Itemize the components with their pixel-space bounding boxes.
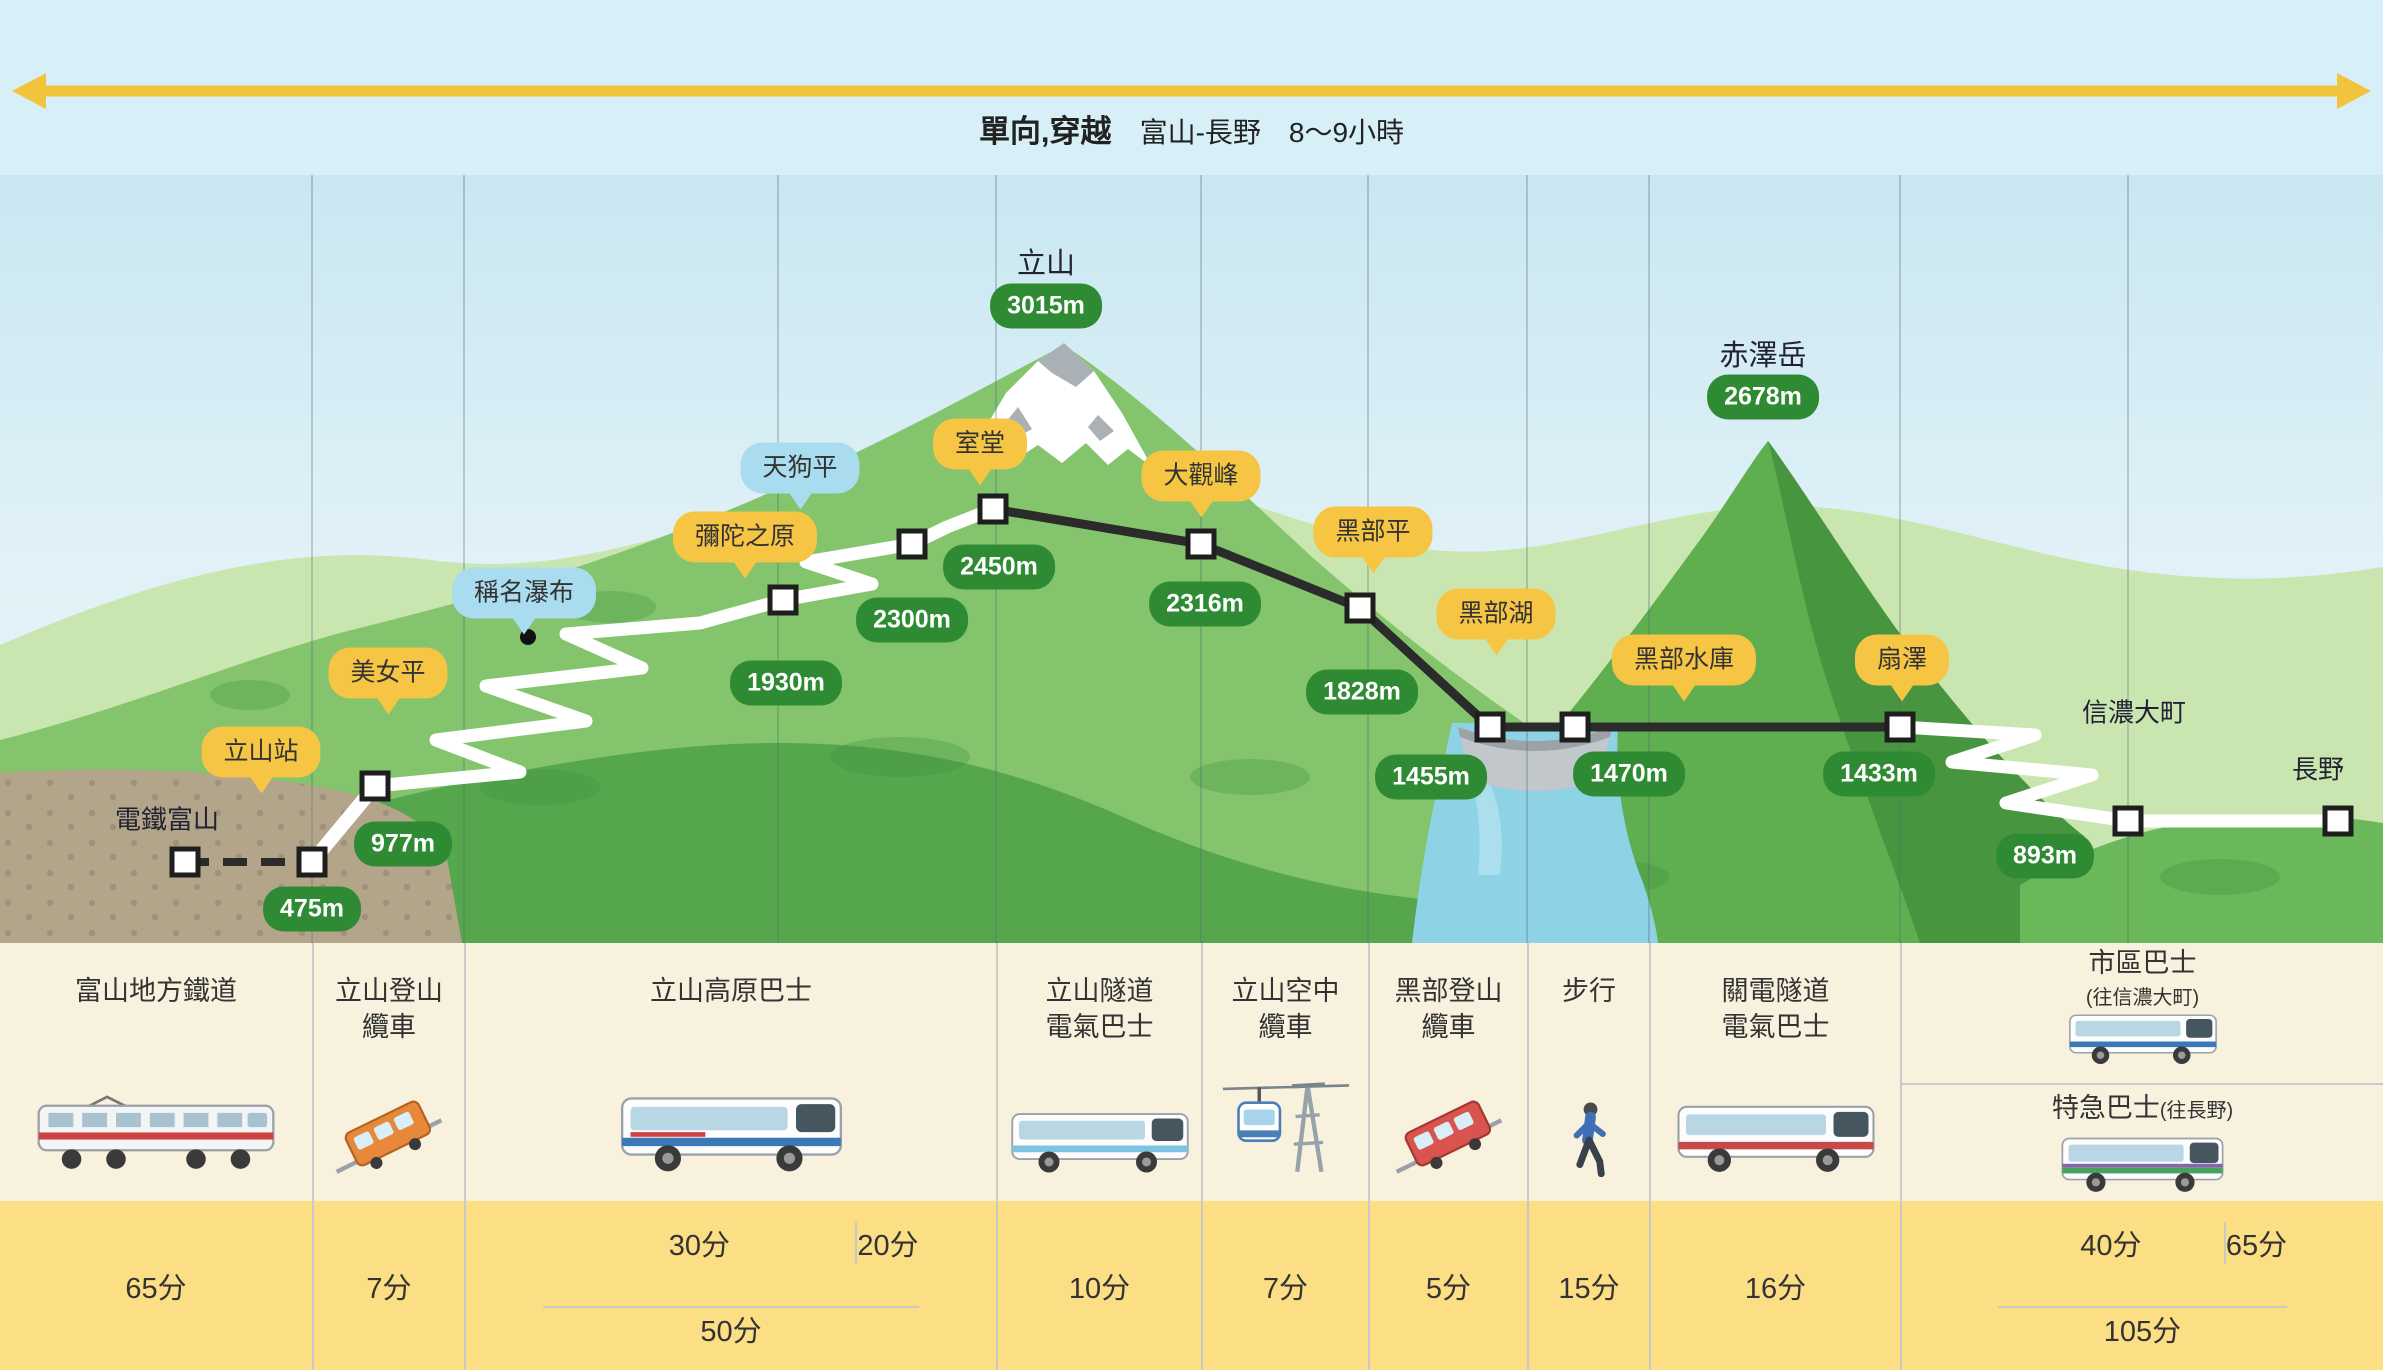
elevation-shinano-omachi: 893m (1996, 833, 2094, 879)
transport-name: 立山隧道電氣巴士 (1045, 976, 1154, 1043)
cell-highland-bus: 立山高原巴士 (464, 943, 996, 1201)
station-bubble-bijodaira: 美女平 (328, 647, 448, 699)
elevation-tateyama-peak: 3015m (990, 283, 1102, 329)
station-label-dentetsu-toyama: 電鐵富山 (114, 804, 220, 835)
ropeway-icon (1222, 1082, 1349, 1173)
time-kanden-trolley: 16分 (1649, 1201, 1900, 1370)
peak-label-tateyama: 立山 (1016, 248, 1076, 280)
elevation-kurobeko: 1455m (1375, 754, 1487, 800)
transport-name: 步行 (1562, 976, 1616, 1006)
station-bubble-midagahara: 彌陀之原 (672, 511, 818, 563)
transport-name: 立山登山纜車 (335, 976, 443, 1043)
time-highland-bus: 30分 20分 50分 (464, 1201, 996, 1370)
time-city-bus: 40分 (1998, 1222, 2226, 1264)
route-highland-road (368, 502, 1000, 793)
time-kurobe-cablecar: 5分 (1368, 1201, 1527, 1370)
cell-ropeway: 立山空中纜車 (1201, 943, 1368, 1201)
train-icon (37, 1095, 275, 1169)
cell-tateyama-cablecar: 立山登山纜車 (312, 943, 464, 1201)
station-bubble-tateyama-station: 立山站 (201, 726, 321, 778)
transport-name: 特急巴士(往長野) (2051, 1093, 2234, 1124)
elevation-tengudaira: 2300m (856, 597, 968, 643)
time-express-bus: 65分 (2225, 1230, 2288, 1262)
express-bus-section: 特急巴士(往長野) (1902, 1085, 2383, 1201)
trolley-bus-icon (1010, 1113, 1189, 1173)
time-highland-bus-first: 30分 (543, 1222, 858, 1264)
time-tunnel-trolley: 10分 (996, 1201, 1201, 1370)
time-highland-bus-total: 50分 (543, 1305, 919, 1350)
station-bubble-kurobedaira: 黑部平 (1313, 506, 1433, 558)
transport-name: 關電隧道電氣巴士 (1721, 976, 1830, 1043)
express-bus-icon (2061, 1137, 2224, 1192)
cell-walk: 步行 (1527, 943, 1649, 1201)
time-tateyama-cablecar: 7分 (312, 1201, 464, 1370)
transport-name: 市區巴士 (2088, 948, 2197, 978)
transport-name: 富山地方鐵道 (75, 976, 237, 1006)
elevation-daikanbo: 2316m (1149, 581, 1261, 627)
cell-kanden-trolley: 關電隧道電氣巴士 (1649, 943, 1900, 1201)
station-bubble-murodo: 室堂 (932, 418, 1028, 470)
time-toyama-railway: 65分 (0, 1201, 312, 1370)
elevation-ogizawa: 1433m (1823, 751, 1935, 797)
foreground-hills (330, 743, 1430, 943)
station-bubble-ogizawa: 扇澤 (1854, 634, 1950, 686)
double-arrow-icon (12, 73, 2371, 109)
transport-name: 黑部登山纜車 (1394, 976, 1503, 1043)
time-buses-to-nagano: 40分 65分 105分 (1900, 1201, 2383, 1370)
station-markers (169, 493, 2354, 878)
elevation-kurobe-dam: 1470m (1573, 751, 1685, 797)
peak-label-akazawa: 赤澤岳 (1719, 340, 1807, 372)
elevation-midagahara: 1930m (730, 660, 842, 706)
banner-text: 單向,穿越富山-長野 8〜9小時 (0, 106, 2383, 151)
station-label-nagano: 長野 (2291, 754, 2345, 785)
elevation-bijodaira: 977m (354, 821, 452, 867)
elevation-kurobedaira: 1828m (1306, 669, 1418, 715)
time-highland-bus-second: 20分 (857, 1230, 919, 1262)
route-detail-label: 富山-長野 8〜9小時 (1139, 117, 1405, 148)
duration-banner: 單向,穿越富山-長野 8〜9小時 (0, 0, 2383, 175)
station-bubble-daikanbo: 大觀峰 (1141, 450, 1261, 502)
station-bubble-kurobe-dam: 黑部水庫 (1611, 634, 1757, 686)
transport-table: 富山地方鐵道 立山登山纜車 (0, 943, 2383, 1370)
cell-toyama-railway: 富山地方鐵道 (0, 943, 312, 1201)
route-type-label: 單向,穿越 (978, 114, 1112, 149)
highland-bus-icon (620, 1097, 842, 1172)
station-label-shinano-omachi: 信濃大町 (2081, 697, 2187, 728)
time-walk: 15分 (1527, 1201, 1649, 1370)
kurobe-cablecar-icon (1395, 1100, 1502, 1174)
cell-tunnel-trolley: 立山隧道電氣巴士 (996, 943, 1201, 1201)
elevation-tateyama-station: 475m (263, 886, 361, 932)
city-bus-icon (2068, 1014, 2217, 1065)
transport-destination: (往信濃大町) (2085, 987, 2200, 1010)
time-nagano-total: 105分 (1997, 1305, 2288, 1350)
station-bubble-shomyo-falls: 稱名瀑布 (451, 567, 597, 619)
time-ropeway: 7分 (1201, 1201, 1368, 1370)
mountain-illustration (0, 175, 2383, 943)
cell-kurobe-cablecar: 黑部登山纜車 (1368, 943, 1527, 1201)
transport-name: 立山高原巴士 (650, 976, 812, 1006)
walk-icon (1573, 1102, 1606, 1177)
station-bubble-tengudaira: 天狗平 (740, 442, 860, 494)
funicular-icon (335, 1100, 443, 1174)
elevation-murodo: 2450m (943, 544, 1055, 590)
local-bus-section: 市區巴士 (往信濃大町) (1902, 943, 2383, 1085)
transport-name: 立山空中纜車 (1231, 976, 1340, 1043)
electric-bus-icon (1676, 1105, 1875, 1172)
cell-buses-to-nagano: 市區巴士 (往信濃大町) 特急巴士(往長野) (1900, 943, 2383, 1201)
elevation-akazawa-peak: 2678m (1707, 374, 1819, 420)
station-bubble-kurobeko: 黑部湖 (1436, 588, 1556, 640)
